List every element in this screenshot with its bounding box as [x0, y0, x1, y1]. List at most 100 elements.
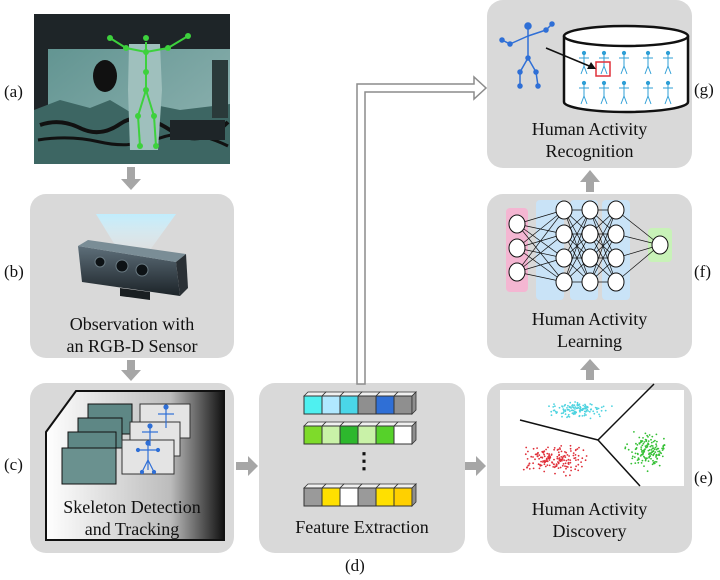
- feature-cell: [321, 425, 341, 445]
- cluster-point: [565, 474, 567, 477]
- step-label-d: (d): [345, 556, 365, 575]
- cluster-point: [661, 455, 664, 458]
- cluster-point: [651, 447, 654, 450]
- cluster-point: [553, 447, 556, 449]
- cluster-point: [641, 459, 644, 462]
- cluster-point: [652, 454, 655, 457]
- nn-edge: [516, 233, 565, 273]
- db-skeleton: [579, 80, 589, 105]
- cluster-point: [661, 447, 663, 450]
- cluster-point: [565, 467, 567, 470]
- cluster-point: [600, 406, 603, 409]
- feature-cell: [375, 425, 395, 445]
- cluster-point: [558, 458, 560, 460]
- cluster-point: [641, 453, 644, 455]
- cluster-point: [532, 462, 534, 465]
- caption-activity-learning: Human Activity Learning: [487, 308, 692, 352]
- feature-cell: [303, 425, 323, 445]
- cluster-point: [631, 451, 633, 453]
- cluster-point: [577, 404, 580, 407]
- cluster-point: [642, 437, 644, 439]
- nn-node: [555, 224, 573, 244]
- caption-learning-line2: Learning: [557, 331, 622, 351]
- match-arrow: [545, 47, 595, 69]
- cluster-point: [552, 463, 555, 465]
- cluster-point: [568, 416, 571, 418]
- cluster-point: [543, 470, 546, 473]
- feature-cell: [339, 487, 359, 507]
- cluster-point: [655, 443, 657, 446]
- feature-cell: [375, 487, 395, 507]
- cluster-point: [604, 409, 607, 412]
- cluster-point: [567, 415, 569, 418]
- cluster-point: [653, 462, 656, 465]
- cluster-point: [563, 404, 566, 407]
- cluster-point: [647, 443, 650, 446]
- cluster-point: [658, 453, 660, 456]
- nn-node: [607, 272, 625, 292]
- cluster-point: [581, 415, 584, 417]
- db-skeleton: [663, 50, 673, 75]
- cluster-point: [548, 459, 551, 461]
- cluster-point: [536, 447, 538, 449]
- cluster-point: [548, 405, 550, 408]
- cluster-point: [655, 433, 658, 436]
- cluster-point: [542, 461, 544, 463]
- cluster-point: [567, 458, 570, 461]
- cluster-point: [548, 453, 550, 455]
- cluster-point: [552, 466, 555, 468]
- cluster-point: [643, 465, 645, 467]
- cluster-point: [645, 440, 648, 443]
- cluster-point: [650, 438, 652, 441]
- cluster-point: [589, 417, 592, 420]
- cluster-point: [556, 455, 559, 458]
- cluster-point: [583, 407, 585, 410]
- cluster-point: [569, 461, 572, 464]
- cluster-point: [564, 462, 567, 465]
- cluster-point: [565, 459, 568, 462]
- arrow-d-to-e: [465, 456, 486, 476]
- cluster-point: [639, 455, 642, 457]
- cluster-point: [571, 409, 574, 412]
- cluster-point: [557, 462, 560, 465]
- cluster-point: [651, 435, 654, 438]
- cluster-point: [585, 455, 588, 457]
- cluster-point: [551, 461, 553, 464]
- step-label-b: (b): [4, 262, 24, 281]
- cluster-point: [654, 460, 656, 463]
- cluster-point: [561, 405, 564, 408]
- skeleton-overlay-green: [107, 33, 191, 149]
- caption-activity-discovery: Human Activity Discovery: [487, 498, 692, 542]
- cluster-point: [578, 415, 581, 418]
- nn-node: [508, 262, 526, 282]
- cluster-point: [525, 446, 528, 449]
- cluster-point: [579, 409, 582, 411]
- nn-edge: [516, 209, 565, 249]
- cluster-point: [661, 449, 664, 451]
- cluster-point: [574, 408, 576, 410]
- cluster-point: [579, 405, 581, 408]
- cluster-point: [538, 454, 541, 456]
- cluster-point: [647, 449, 650, 452]
- db-skeleton: [619, 50, 629, 75]
- database-cylinder-icon: [562, 24, 690, 114]
- cluster-point: [570, 469, 572, 472]
- cluster-point: [633, 456, 636, 458]
- cluster-point: [543, 463, 546, 466]
- caption-feature-extraction: Feature Extraction: [295, 517, 429, 537]
- cluster-point: [543, 460, 546, 463]
- feature-row-side: [411, 391, 417, 415]
- nn-node: [607, 248, 625, 268]
- cluster-point: [557, 448, 560, 451]
- cluster-point: [631, 457, 634, 460]
- cluster-point: [657, 450, 659, 453]
- cluster-point: [563, 459, 565, 462]
- caption-observation: Observation with an RGB-D Sensor: [30, 313, 234, 357]
- cluster-point: [637, 457, 640, 459]
- nn-node: [607, 200, 625, 220]
- cluster-point: [577, 463, 580, 466]
- cluster-point: [597, 407, 600, 410]
- neural-network: [506, 200, 672, 300]
- nn-node: [555, 248, 573, 268]
